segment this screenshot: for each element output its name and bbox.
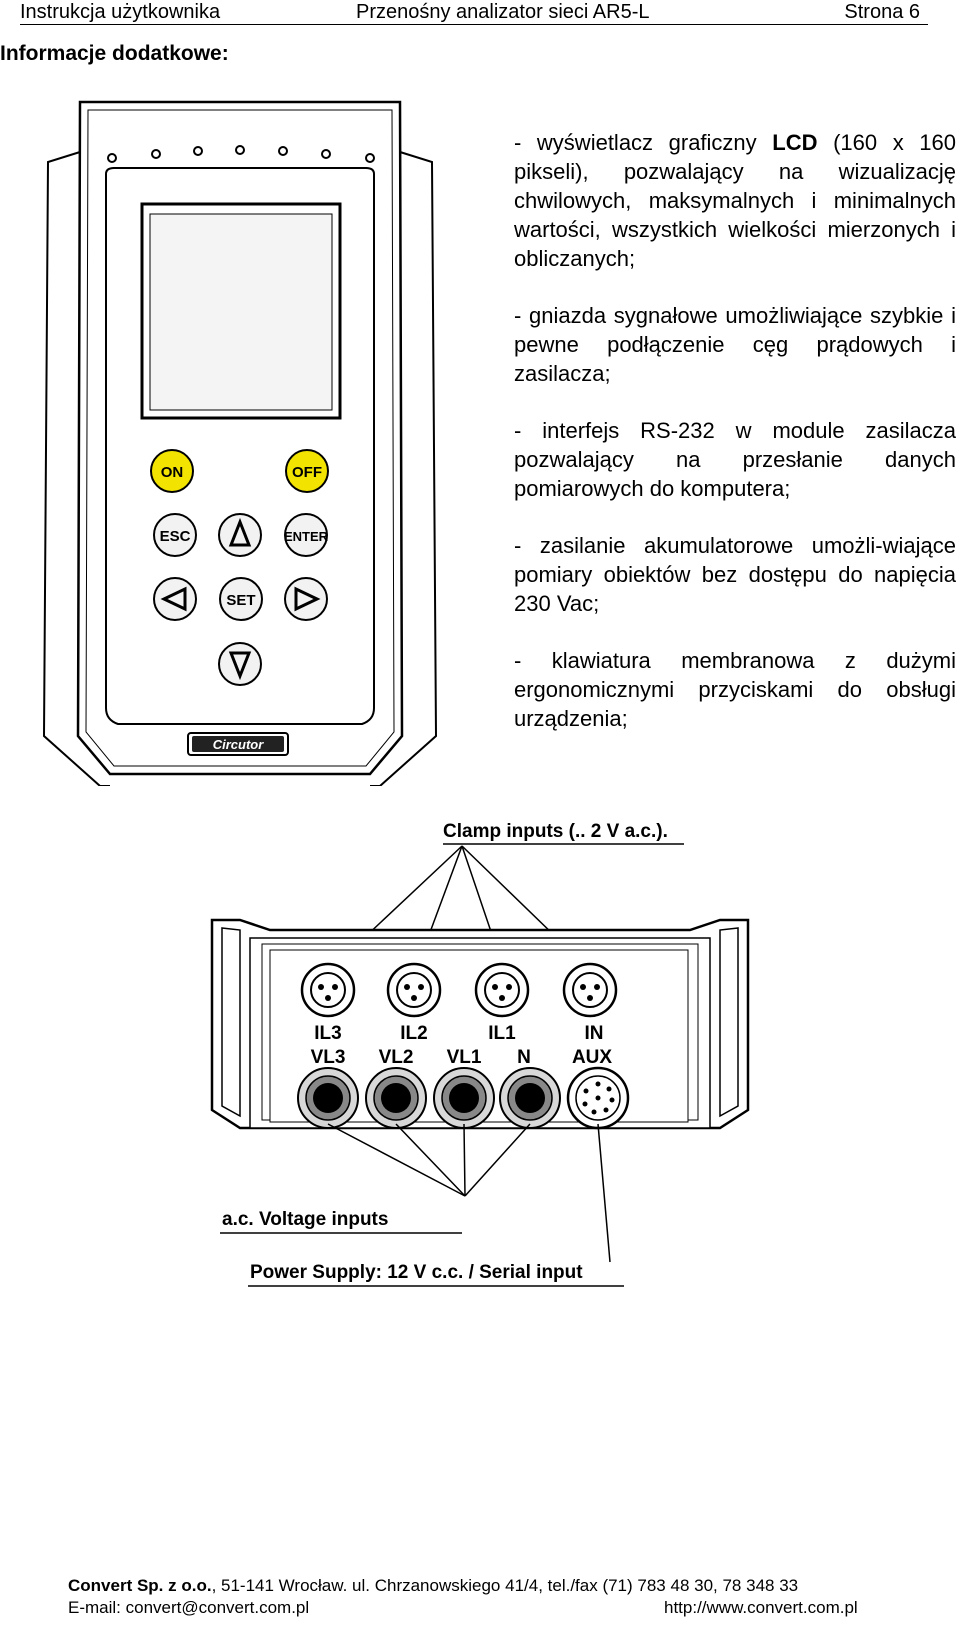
left-arrow-icon	[160, 586, 187, 612]
clamp-socket-in	[562, 962, 618, 1018]
left-arrow-button[interactable]	[153, 577, 197, 621]
down-arrow-icon	[228, 651, 252, 681]
voltage-label-vl2: VL2	[379, 1047, 414, 1068]
esc-button-label: ESC	[160, 528, 191, 545]
voltage-label-vl1: VL1	[447, 1047, 482, 1068]
off-button-label: OFF	[292, 464, 322, 481]
clamp-label-il3: IL3	[314, 1023, 341, 1044]
up-arrow-icon	[228, 517, 252, 547]
analyzer-front-drawing: ON OFF ESC ENTER SET Circutor	[42, 100, 438, 786]
bullet-lcd: - wyświetlacz graficzny LCD (160 x 160 p…	[514, 130, 956, 271]
voltage-socket-vl2	[365, 1067, 427, 1129]
clamp-socket-il1	[474, 962, 530, 1018]
section-title: Informacje dodatkowe:	[0, 42, 229, 65]
voltage-socket-n	[499, 1067, 561, 1129]
header-page-number: Strona 6	[844, 1, 920, 23]
bullet-sockets: - gniazda sygnałowe umożliwiające szybki…	[514, 303, 956, 386]
footer-email: E-mail: convert@convert.com.pl	[68, 1598, 310, 1617]
esc-button[interactable]: ESC	[153, 513, 197, 557]
bullet-battery: - zasilanie akumulatorowe umożli-wiające…	[514, 533, 956, 616]
footer-address: Convert Sp. z o.o., 51-141 Wrocław. ul. …	[68, 1576, 799, 1595]
aux-serial-socket	[566, 1066, 630, 1130]
bullet-rs232: - interfejs RS-232 w module zasilacza po…	[514, 418, 956, 501]
footer-website: http://www.convert.com.pl	[664, 1598, 858, 1617]
clamp-label-il2: IL2	[400, 1023, 427, 1044]
set-button[interactable]: SET	[219, 577, 263, 621]
enter-button[interactable]: ENTER	[284, 513, 329, 557]
header-manual-title: Instrukcja użytkownika	[20, 1, 221, 23]
feature-list: - wyświetlacz graficzny LCD (160 x 160 p…	[514, 128, 956, 761]
bullet-keyboard: - klawiatura membranowa z dużymi ergonom…	[514, 648, 956, 731]
on-button[interactable]: ON	[150, 449, 194, 493]
clamp-label-il1: IL1	[488, 1023, 516, 1044]
voltage-inputs-label: a.c. Voltage inputs	[222, 1209, 388, 1230]
down-arrow-button[interactable]	[218, 642, 262, 686]
connector-panel-drawing: Clamp inputs (.. 2 V a.c.). IL3 IL2 IL1	[210, 821, 750, 1287]
voltage-label-vl3: VL3	[311, 1047, 346, 1068]
page-header: Instrukcja użytkownika Przenośny analiza…	[20, 0, 928, 25]
logo-text: Circutor	[213, 737, 265, 752]
clamp-socket-il2	[386, 962, 442, 1018]
header-device-title: Przenośny analizator sieci AR5-L	[356, 1, 650, 23]
voltage-label-aux: AUX	[572, 1047, 612, 1068]
voltage-socket-vl1	[433, 1067, 495, 1129]
clamp-label-in: IN	[585, 1023, 604, 1044]
status-led-row	[107, 145, 375, 163]
off-button[interactable]: OFF	[285, 449, 329, 493]
right-arrow-button[interactable]	[284, 577, 328, 621]
set-button-label: SET	[226, 592, 255, 609]
enter-button-label: ENTER	[284, 529, 329, 544]
clamp-socket-il3	[300, 962, 356, 1018]
power-supply-label: Power Supply: 12 V c.c. / Serial input	[250, 1262, 583, 1283]
voltage-label-n: N	[517, 1047, 531, 1068]
voltage-socket-vl3	[297, 1067, 359, 1129]
up-arrow-button[interactable]	[218, 513, 262, 557]
right-arrow-icon	[294, 586, 321, 612]
clamp-inputs-label: Clamp inputs (.. 2 V a.c.).	[443, 821, 668, 842]
circutor-logo: Circutor	[187, 732, 289, 756]
on-button-label: ON	[161, 464, 184, 481]
